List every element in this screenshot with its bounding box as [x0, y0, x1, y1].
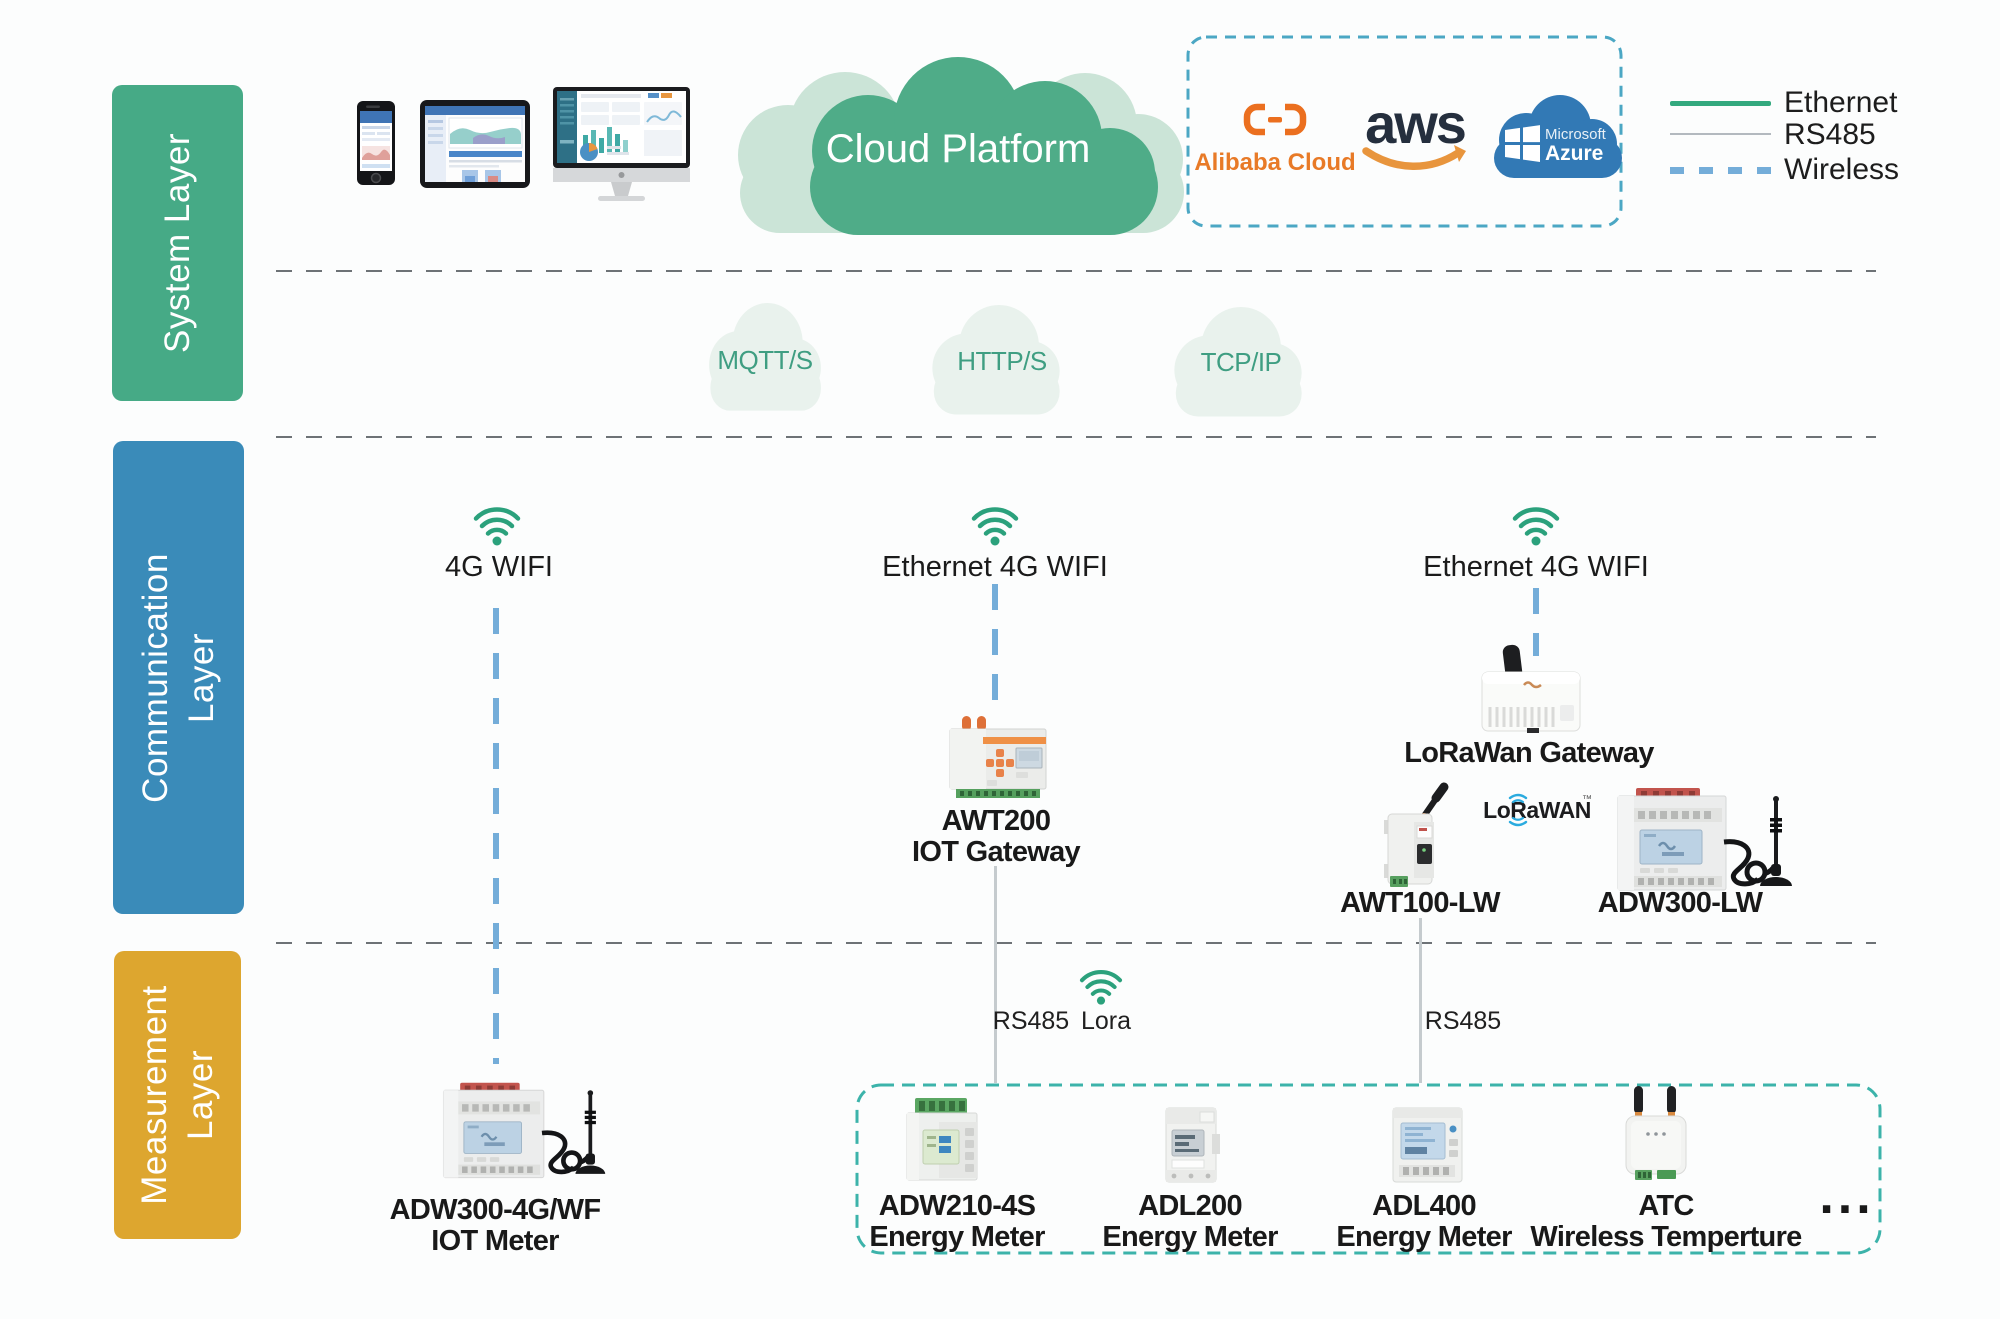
wifi-label-col1: 4G WIFI: [445, 551, 553, 583]
azure-wordmark-azure: Azure: [1545, 142, 1603, 165]
microsoft-azure-logo: Microsoft Azure: [1494, 95, 1622, 178]
legend-ethernet-line: [1670, 101, 1771, 106]
wifi-icon-col2: [971, 507, 1019, 546]
lorawan-gateway-label: LoRaWan Gateway: [1404, 737, 1654, 769]
adw300wf-device: [442, 1082, 606, 1179]
communication-layer-label-line1: Communication: [135, 552, 175, 803]
mqtt-label: MQTT/S: [717, 345, 813, 375]
legend-wireless-label: Wireless: [1784, 153, 1900, 186]
alibaba-cloud-logo: Alibaba Cloud: [1194, 103, 1356, 176]
legend-wireless-line: [1670, 167, 1771, 174]
adw210-name: ADW210-4S: [878, 1190, 1036, 1222]
lorawan-gateway-device: [1481, 644, 1581, 733]
cloud-platform-label: Cloud Platform: [825, 127, 1091, 171]
cloud-platform-shape: [738, 57, 1184, 235]
separator-communication-measurement: [276, 942, 1876, 944]
awt100-device: [1384, 782, 1449, 887]
adl400-label: ADL400 Energy Meter: [1336, 1190, 1512, 1253]
http-label: HTTP/S: [957, 346, 1047, 376]
bus-lora-label: Lora: [1080, 1007, 1132, 1035]
aws-wordmark: aws: [1365, 92, 1465, 155]
adw300wf-label: ADW300-4G/WF IOT Meter: [390, 1195, 601, 1257]
legend-rs485-line: [1670, 133, 1771, 135]
awt200-sub: IOT Gateway: [912, 836, 1081, 868]
atc-label: ATC Wireless Temperture: [1530, 1190, 1802, 1253]
adl400-device: [1392, 1107, 1463, 1183]
more-devices-dots: ...: [1819, 1167, 1875, 1225]
communication-layer-label-line2: Layer: [181, 632, 221, 723]
adw210-device: [906, 1098, 978, 1181]
rs485-link-col2: [994, 866, 997, 1083]
http-cloud-shape: [932, 305, 1060, 415]
adw300lw-label: ADW300-LW: [1597, 887, 1763, 919]
adw210-label: ADW210-4S Energy Meter: [869, 1190, 1045, 1253]
separator-system-communication: [276, 270, 1876, 272]
adw210-sub: Energy Meter: [869, 1221, 1045, 1253]
legend-ethernet-label: Ethernet: [1784, 86, 1898, 119]
meter-group-box: [855, 1083, 1882, 1255]
adl400-sub: Energy Meter: [1336, 1221, 1512, 1253]
client-devices-illustration: [357, 87, 690, 201]
atc-name: ATC: [1638, 1190, 1694, 1222]
adl200-device: [1165, 1107, 1220, 1183]
adw300lw-device: [1617, 788, 1792, 891]
aws-logo: aws: [1362, 92, 1467, 170]
measurement-layer-label-line2: Layer: [180, 1049, 220, 1141]
wireless-link-col1: [493, 608, 499, 1064]
lorawan-logo: LoRaWAN ™: [1483, 793, 1592, 827]
adl200-sub: Energy Meter: [1102, 1221, 1278, 1253]
wireless-link-col2: [992, 584, 998, 711]
measurement-layer-label-line1: Measurement: [134, 985, 174, 1205]
monitor-icon: [553, 87, 690, 201]
system-layer-label: System Layer: [157, 133, 197, 353]
system-layer-pill: System Layer: [112, 85, 243, 401]
wifi-label-col2: Ethernet 4G WIFI: [882, 551, 1108, 583]
lorawan-wordmark: LoRaWAN: [1483, 797, 1591, 823]
windows-flag-icon: [1505, 125, 1540, 162]
wifi-icon-col1: [473, 507, 521, 546]
adl400-name: ADL400: [1372, 1190, 1476, 1222]
cloud-main-shape: [810, 57, 1158, 235]
cloud-providers-box: [1186, 35, 1623, 228]
adl200-name: ADL200: [1138, 1190, 1242, 1222]
smartphone-icon: [357, 101, 395, 185]
atc-device: [1625, 1086, 1687, 1180]
azure-wordmark-microsoft: Microsoft: [1545, 126, 1607, 143]
awt200-device: [949, 716, 1047, 798]
adw300wf-sub: IOT Meter: [431, 1225, 559, 1257]
wifi-icon-col3: [1512, 507, 1560, 546]
mqtt-cloud-shape: [709, 302, 821, 411]
atc-sub: Wireless Temperture: [1530, 1221, 1802, 1253]
awt100-label: AWT100-LW: [1340, 887, 1500, 919]
wireless-link-col3: [1533, 588, 1539, 656]
awt200-label: AWT200 IOT Gateway: [912, 805, 1081, 868]
lora-wifi-icon: [1079, 970, 1123, 1005]
alibaba-cloud-wordmark: Alibaba Cloud: [1194, 149, 1355, 176]
awt200-name: AWT200: [941, 805, 1051, 837]
wifi-label-col3: Ethernet 4G WIFI: [1423, 551, 1649, 583]
tablet-icon: [420, 100, 530, 188]
bus-rs485-right-label: RS485: [1424, 1007, 1502, 1035]
tcp-cloud-shape: [1174, 307, 1302, 417]
lorawan-trademark: ™: [1582, 794, 1592, 805]
adw300wf-name: ADW300-4G/WF: [389, 1194, 601, 1226]
rs485-link-col3: [1419, 918, 1422, 1083]
legend-rs485-label: RS485: [1784, 118, 1876, 151]
separator-protocol-communication: [276, 436, 1876, 438]
tcp-label: TCP/IP: [1200, 347, 1282, 377]
adl200-label: ADL200 Energy Meter: [1102, 1190, 1278, 1253]
bus-rs485-left-label: RS485: [992, 1007, 1070, 1035]
